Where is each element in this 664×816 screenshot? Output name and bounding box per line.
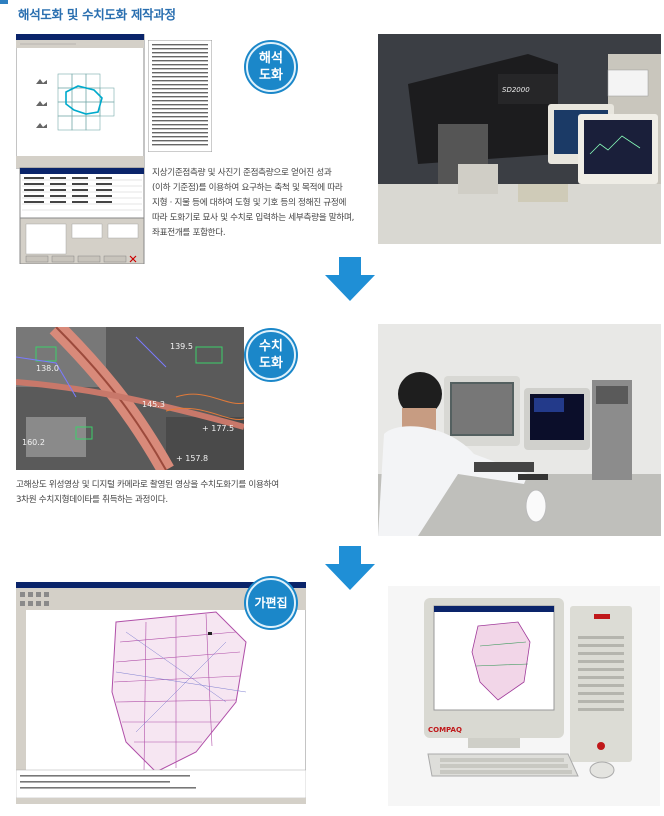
device-label: SD2000 <box>502 86 530 94</box>
photo-computer: COMPAQ <box>388 586 660 806</box>
badge-line: 가편집 <box>254 595 288 610</box>
badge-preliminary-editing: 가편집 <box>246 578 296 628</box>
badge-line: 도화 <box>259 356 283 371</box>
corner-accent <box>0 0 8 4</box>
monitor-brand: COMPAQ <box>428 726 462 734</box>
cad-editing-screenshot <box>15 581 307 805</box>
map-label: 160.2 <box>22 438 45 447</box>
software-screenshot-1 <box>15 33 146 265</box>
arrow-down-icon <box>325 257 375 301</box>
map-label: + 157.8 <box>176 454 208 463</box>
badge-line: 도화 <box>259 68 283 83</box>
map-label: 145.3 <box>142 400 165 409</box>
description-analytic-plotting: 지상기준점측량 및 사진기 준점측량으로 얻어진 성과 (이하 기준점)를 이용… <box>152 168 355 238</box>
description-digital-plotting: 고해상도 위성영상 및 디지털 카메라로 촬영된 영상을 수치도화기를 이용하여… <box>16 480 279 505</box>
map-label: + 177.5 <box>202 424 234 433</box>
arrow-down-icon <box>325 546 375 590</box>
stereo-map-image: 139.5 138.0 + 177.5 + 157.8 160.2 145.3 <box>16 327 244 470</box>
badge-line: 수치 <box>259 339 283 354</box>
coordinate-listing <box>147 39 213 153</box>
map-label: 138.0 <box>36 364 59 373</box>
badge-analytic-plotting: 해석 도화 <box>246 42 296 92</box>
photo-analytic-plotter: SD2000 <box>378 34 661 244</box>
page-title: 해석도화 및 수치도화 제작과정 <box>18 7 176 22</box>
badge-digital-plotting: 수치 도화 <box>246 330 296 380</box>
map-label: 139.5 <box>170 342 193 351</box>
badge-line: 해석 <box>259 51 283 66</box>
photo-digital-workstation <box>378 324 661 536</box>
